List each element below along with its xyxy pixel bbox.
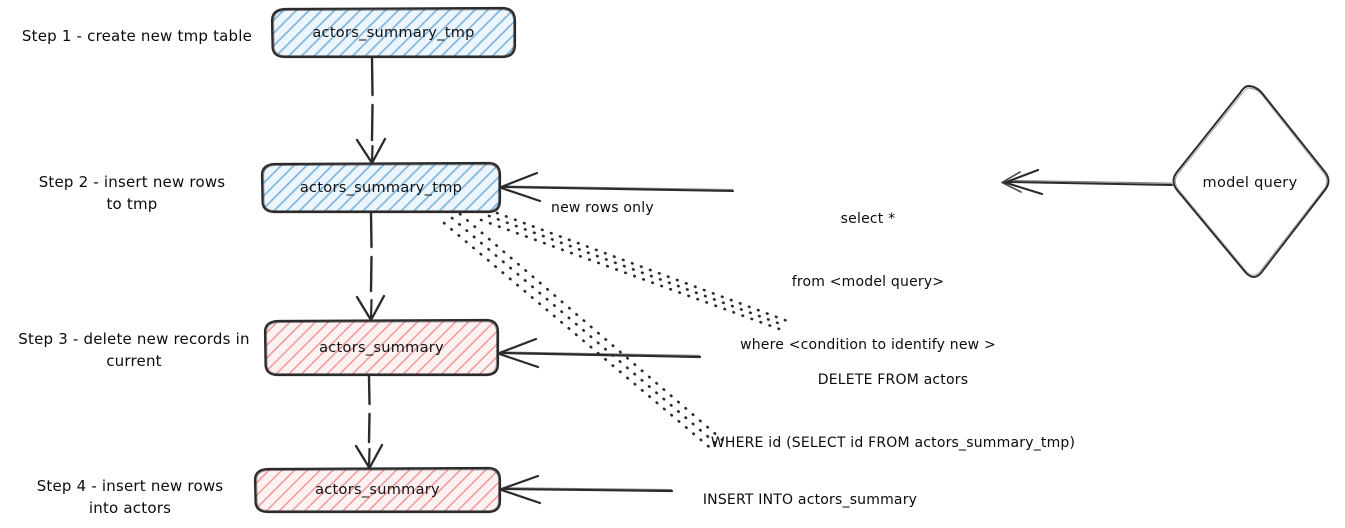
step-label-4-line2: into actors — [88, 498, 172, 517]
node-label-model-query: model query — [1202, 175, 1298, 191]
edge-step1-to-step2 — [355, 56, 387, 165]
delete-sql-line2: WHERE id (SELECT id FROM actors_summary_… — [710, 435, 1076, 451]
node-model-query — [1172, 85, 1330, 278]
node-label-actors-summary-4: actors_summary — [315, 482, 440, 498]
edge-model-query-to-sql — [1001, 168, 1173, 196]
edge-delete-to-step3 — [496, 337, 702, 369]
step-label-4-line1: Step 4 - insert new rows — [36, 477, 224, 495]
step-label-2-line1: Step 2 - insert new rows — [38, 173, 226, 191]
model-query-sql-line2: from <model query> — [791, 274, 945, 290]
step-label-1-line1: Step 1 - create new tmp table — [21, 27, 253, 45]
model-query-sql-line3: where <condition to identify new > — [740, 337, 996, 353]
step-label-3-line2: current — [106, 351, 162, 370]
edge-step3-to-step4 — [354, 374, 384, 470]
node-actors-summary-3 — [263, 318, 500, 377]
edge-label-delete-sql: DELETE FROM actors WHERE id (SELECT id F… — [688, 328, 1098, 496]
edge-step2-to-step3 — [355, 211, 386, 322]
edge-label-insert-sql: INSERT INTO actors_summary SELECT * FROM… — [680, 448, 940, 528]
step-label-2: Step 2 - insert new rows to tmp — [12, 172, 252, 216]
step-label-1: Step 1 - create new tmp table — [8, 26, 266, 48]
edge-label-new-rows-only: new rows only — [551, 200, 654, 216]
insert-sql-line1: INSERT INTO actors_summary — [702, 492, 918, 508]
node-actors-summary-tmp-2 — [260, 161, 502, 214]
node-label-actors-summary-tmp-2: actors_summary_tmp — [299, 179, 463, 196]
edge-label-model-query-sql: select * from <model query> where <condi… — [728, 167, 1008, 398]
node-label-actors-summary-3: actors_summary — [319, 339, 444, 356]
edge-insert-to-step4 — [498, 474, 674, 505]
node-actors-summary-4 — [253, 466, 502, 514]
delete-sql-line1: DELETE FROM actors — [817, 372, 969, 388]
edge-new-rows-only — [498, 171, 735, 203]
step-label-3-line1: Step 3 - delete new records in — [18, 330, 250, 348]
edge-dotted-step2-to-insert — [442, 212, 728, 453]
step-label-4: Step 4 - insert new rows into actors — [14, 476, 246, 520]
model-query-sql-line1: select * — [840, 211, 896, 227]
node-label-actors-summary-tmp-1: actors_summary_tmp — [312, 24, 475, 41]
step-label-3: Step 3 - delete new records in current — [8, 329, 260, 373]
step-label-2-line2: to tmp — [106, 194, 158, 213]
node-actors-summary-tmp-1 — [270, 6, 517, 59]
